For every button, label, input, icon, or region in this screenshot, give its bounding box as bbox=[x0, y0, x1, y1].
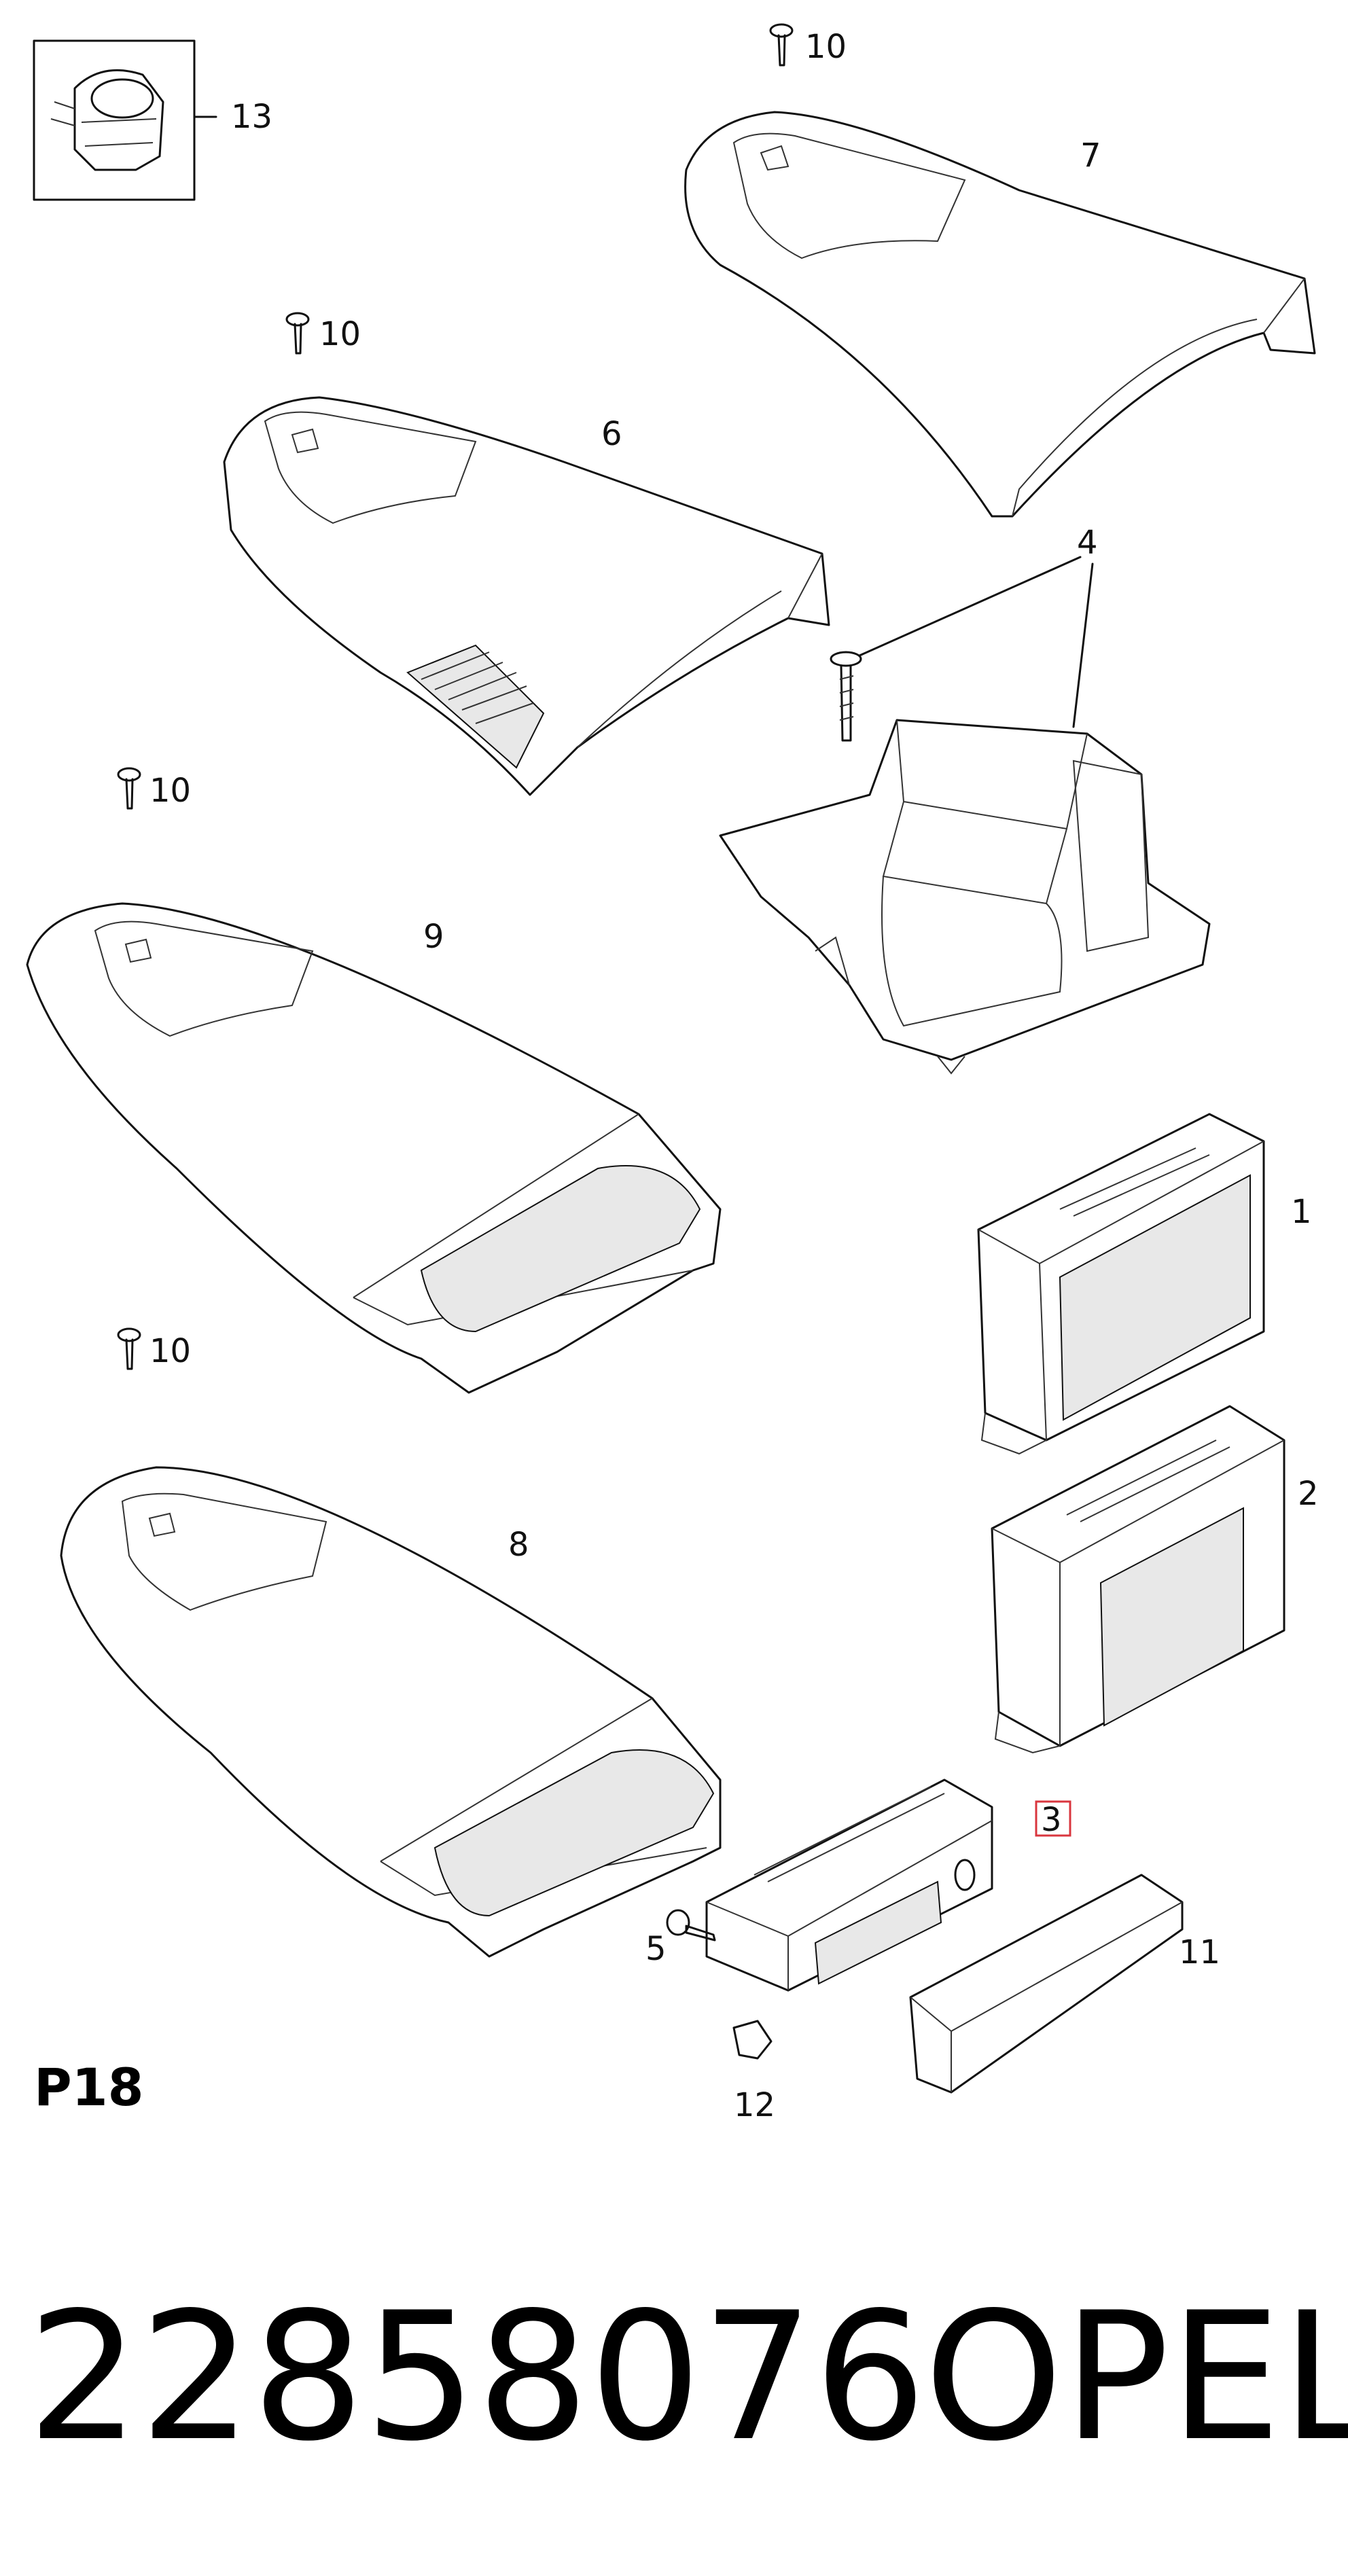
callout-10-b: 10 bbox=[319, 315, 361, 353]
brand-name: OPEL bbox=[924, 2275, 1348, 2480]
part-6-trim-cover bbox=[223, 396, 830, 796]
callout-7: 7 bbox=[1080, 137, 1101, 175]
screw-4 bbox=[830, 651, 862, 742]
part-4-bracket-frame bbox=[719, 556, 1211, 1075]
callout-12: 12 bbox=[734, 2086, 775, 2124]
part-1-display-module bbox=[977, 1113, 1265, 1455]
callout-6: 6 bbox=[601, 415, 622, 453]
callout-8: 8 bbox=[508, 1526, 529, 1564]
part-11-trim-cap bbox=[909, 1874, 1184, 2094]
part-5-screw bbox=[666, 1909, 716, 1942]
callout-4: 4 bbox=[1077, 524, 1098, 562]
part-13-lock-housing bbox=[33, 39, 217, 201]
screw-10-icon-b bbox=[285, 312, 310, 355]
part-3-info-display bbox=[705, 1778, 993, 1992]
callout-10-a: 10 bbox=[805, 28, 847, 66]
screw-10-icon-c bbox=[117, 767, 141, 810]
callout-11: 11 bbox=[1179, 1933, 1220, 1971]
part-8-trim-cover bbox=[60, 1466, 722, 1958]
callout-9: 9 bbox=[423, 918, 444, 956]
screw-10-icon-a bbox=[769, 23, 794, 67]
screw-10-icon-d bbox=[117, 1327, 141, 1370]
callout-2: 2 bbox=[1298, 1475, 1319, 1513]
callout-1: 1 bbox=[1291, 1193, 1312, 1231]
callout-10-d: 10 bbox=[149, 1332, 191, 1370]
part-number: 22858076 bbox=[27, 2275, 927, 2480]
part-7-trim-cover bbox=[684, 111, 1316, 518]
section-code: P18 bbox=[34, 2057, 144, 2117]
highlight-box bbox=[1035, 1800, 1071, 1837]
part-12-clip bbox=[732, 2020, 773, 2060]
callout-13: 13 bbox=[231, 98, 272, 136]
part-9-trim-cover bbox=[26, 902, 722, 1394]
callout-5: 5 bbox=[645, 1930, 667, 1968]
callout-3: 3 bbox=[1041, 1801, 1062, 1839]
callout-10-c: 10 bbox=[149, 772, 191, 810]
part-2-display-module bbox=[991, 1405, 1285, 1754]
